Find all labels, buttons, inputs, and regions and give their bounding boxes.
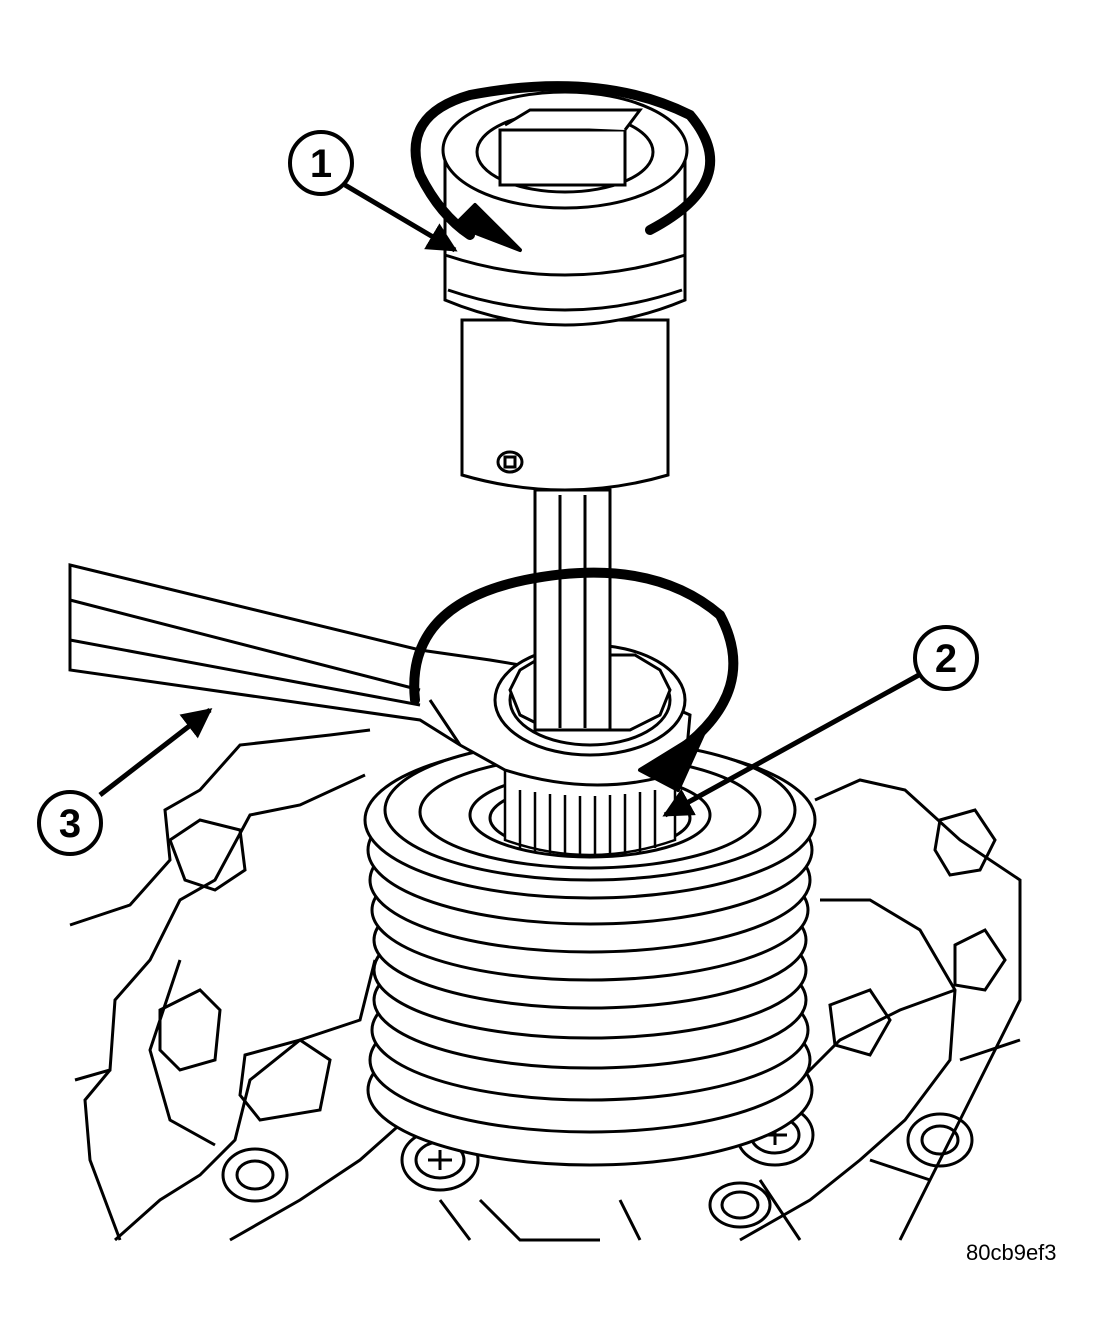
callout-2: 2 (913, 625, 979, 691)
callout-3: 3 (37, 790, 103, 856)
callout-2-label: 2 (935, 637, 957, 681)
callout-1-label: 1 (310, 142, 332, 186)
callout-3-label: 3 (59, 802, 81, 846)
pulley-shaft-splines (503, 763, 677, 858)
socket-tool (441, 90, 689, 732)
callout-1: 1 (288, 130, 354, 196)
rotation-arrow-socket (410, 81, 716, 252)
callout-leaders (98, 182, 930, 818)
figure-code: 80cb9ef3 (966, 1240, 1057, 1265)
rotation-arrow-wrench (409, 567, 739, 792)
